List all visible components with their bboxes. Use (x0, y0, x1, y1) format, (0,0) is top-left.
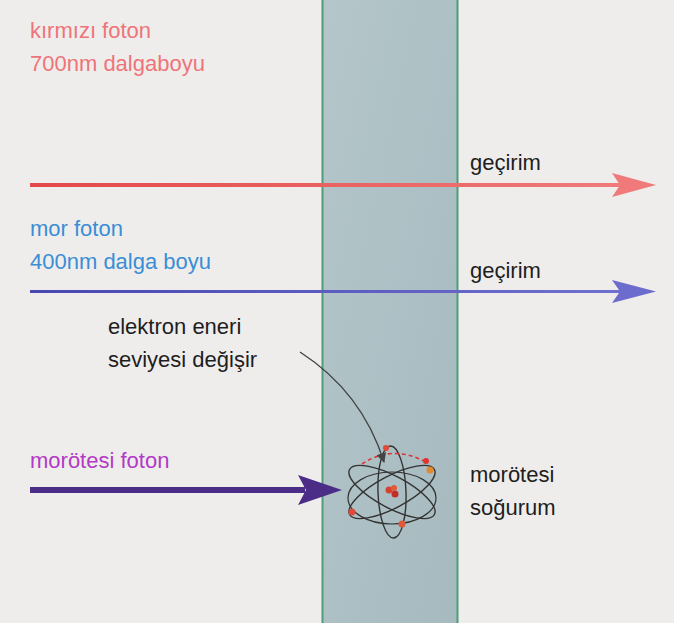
glass-slab (322, 0, 458, 623)
atom-symbol (342, 445, 442, 538)
label-line: soğurum (470, 491, 556, 524)
slab-edge (322, 0, 324, 623)
label: geçirim (470, 254, 541, 287)
label: morötesi foton (30, 444, 169, 477)
label-line: 400nm dalga boyu (30, 245, 211, 278)
red-photon-arrow (30, 183, 620, 187)
slab-edge (457, 0, 459, 623)
label-line: 700nm dalgaboyu (30, 47, 205, 80)
label: elektron eneri seviyesi değişir (108, 310, 257, 376)
label: morötesi soğurum (470, 458, 556, 524)
uv-photon-arrow (30, 487, 305, 493)
label: geçirim (470, 146, 541, 179)
label-line: seviyesi değişir (108, 343, 257, 376)
label-line: morötesi foton (30, 444, 169, 477)
label-line: kırmızı foton (30, 14, 205, 47)
arrow-head (612, 280, 656, 303)
violet-photon-arrow (30, 290, 620, 293)
leader-line (300, 352, 384, 462)
arrow-head (298, 475, 342, 505)
label: mor foton 400nm dalga boyu (30, 212, 211, 278)
label-line: mor foton (30, 212, 211, 245)
label-line: elektron eneri (108, 310, 257, 343)
label: kırmızı foton 700nm dalgaboyu (30, 14, 205, 80)
label-line: geçirim (470, 254, 541, 287)
label-line: morötesi (470, 458, 556, 491)
arrow-head (612, 173, 656, 197)
label-line: geçirim (470, 146, 541, 179)
